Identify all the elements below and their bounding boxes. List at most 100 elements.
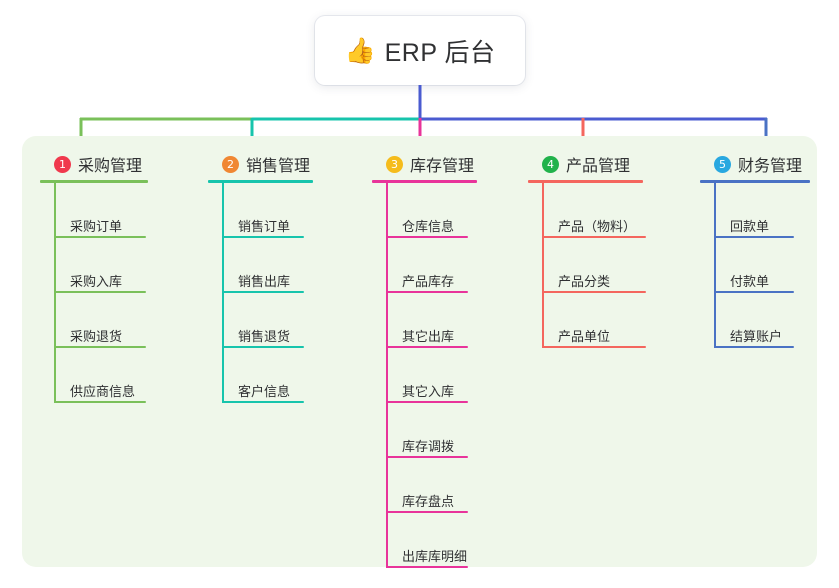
branch-item[interactable]: 库存盘点 <box>386 458 477 513</box>
branch-underline <box>700 180 810 183</box>
branch-item-underline <box>222 401 304 403</box>
branch-item[interactable]: 产品（物料） <box>542 183 646 238</box>
branch-items: 采购订单采购入库采购退货供应商信息 <box>54 183 148 403</box>
branch-item[interactable]: 仓库信息 <box>386 183 477 238</box>
branches-panel <box>22 136 817 567</box>
branch-item-label: 库存盘点 <box>402 494 455 509</box>
branch-header-5[interactable]: 5 财务管理 <box>700 148 810 180</box>
branch-title: 产品管理 <box>566 158 631 175</box>
branch-item[interactable]: 付款单 <box>714 238 810 293</box>
branch-item[interactable]: 采购退货 <box>54 293 148 348</box>
branch-underline <box>372 180 477 183</box>
branch-spine <box>54 183 56 403</box>
branch-item-underline <box>54 401 146 403</box>
branch-item[interactable]: 采购入库 <box>54 238 148 293</box>
branch-items: 仓库信息产品库存其它出库其它入库库存调拨库存盘点出库库明细 <box>386 183 477 568</box>
branch-item-underline <box>54 291 146 293</box>
branch-item-label: 客户信息 <box>238 384 291 399</box>
branch-header-4[interactable]: 4 产品管理 <box>528 148 643 180</box>
branch-item-underline <box>222 236 304 238</box>
branch-item-label: 结算账户 <box>730 329 783 344</box>
thumbs-up-icon: 👍 <box>344 37 376 65</box>
branch-item[interactable]: 库存调拨 <box>386 403 477 458</box>
branch-item-underline <box>222 291 304 293</box>
branch-item-label: 其它出库 <box>402 329 455 344</box>
branch-item-label: 产品库存 <box>402 274 455 289</box>
branch-number-badge: 3 <box>386 155 403 173</box>
branch-item[interactable]: 其它入库 <box>386 348 477 403</box>
branch-item-label: 付款单 <box>730 274 770 289</box>
branch-item[interactable]: 采购订单 <box>54 183 148 238</box>
root-node-title: ERP 后台 <box>384 38 496 67</box>
branch-item[interactable]: 销售退货 <box>222 293 313 348</box>
branch-items: 回款单付款单结算账户 <box>714 183 810 348</box>
branch-item[interactable]: 客户信息 <box>222 348 313 403</box>
branch-item-underline <box>386 401 468 403</box>
branch-underline <box>528 180 643 183</box>
branch-item[interactable]: 出库库明细 <box>386 513 477 568</box>
branch-item[interactable]: 销售出库 <box>222 238 313 293</box>
branch-underline <box>40 180 148 183</box>
branch-item-underline <box>386 291 468 293</box>
branch-item-label: 销售退货 <box>238 329 291 344</box>
branch-item[interactable]: 供应商信息 <box>54 348 148 403</box>
branch-item-label: 其它入库 <box>402 384 455 399</box>
branch-item-underline <box>386 346 468 348</box>
branch-item[interactable]: 其它出库 <box>386 293 477 348</box>
branch-header-2[interactable]: 2 销售管理 <box>208 148 313 180</box>
branch-item-label: 产品（物料） <box>558 219 637 234</box>
branch-number-badge: 1 <box>54 155 71 173</box>
branch-column-3: 3 库存管理仓库信息产品库存其它出库其它入库库存调拨库存盘点出库库明细 <box>372 148 477 568</box>
branch-header-3[interactable]: 3 库存管理 <box>372 148 477 180</box>
branch-number-badge: 4 <box>542 155 559 173</box>
branch-item-label: 仓库信息 <box>402 219 455 234</box>
branch-column-2: 2 销售管理销售订单销售出库销售退货客户信息 <box>208 148 313 403</box>
branch-item-underline <box>386 236 468 238</box>
branch-item-underline <box>54 236 146 238</box>
branch-column-4: 4 产品管理产品（物料） 产品分类产品单位 <box>528 148 646 348</box>
branch-item-underline <box>542 236 646 238</box>
branch-item-underline <box>386 456 468 458</box>
branch-item-label: 供应商信息 <box>70 384 136 399</box>
branch-item-label: 出库库明细 <box>402 549 468 564</box>
branch-item[interactable]: 结算账户 <box>714 293 810 348</box>
branch-item-label: 回款单 <box>730 219 770 234</box>
branch-item-underline <box>222 346 304 348</box>
branch-item-underline <box>542 346 646 348</box>
branch-header-1[interactable]: 1 采购管理 <box>40 148 148 180</box>
branch-title: 采购管理 <box>78 158 143 175</box>
branch-item[interactable]: 产品单位 <box>542 293 646 348</box>
branch-spine <box>222 183 224 403</box>
branch-item[interactable]: 销售订单 <box>222 183 313 238</box>
branch-title: 库存管理 <box>410 158 475 175</box>
branch-title: 财务管理 <box>738 158 803 175</box>
branch-column-1: 1 采购管理采购订单采购入库采购退货供应商信息 <box>40 148 148 403</box>
branch-item-label: 产品单位 <box>558 329 611 344</box>
branch-item-underline <box>386 566 468 568</box>
branch-item-label: 采购订单 <box>70 219 123 234</box>
branch-item-underline <box>542 291 646 293</box>
branch-spine <box>386 183 388 568</box>
branch-items: 销售订单销售出库销售退货客户信息 <box>222 183 313 403</box>
branch-item-label: 采购退货 <box>70 329 123 344</box>
branch-item-label: 采购入库 <box>70 274 123 289</box>
branch-item[interactable]: 产品库存 <box>386 238 477 293</box>
branch-number-badge: 2 <box>222 155 239 173</box>
branch-item-label: 库存调拨 <box>402 439 455 454</box>
branch-item-underline <box>54 346 146 348</box>
branch-items: 产品（物料） 产品分类产品单位 <box>542 183 646 348</box>
branch-item-label: 销售订单 <box>238 219 291 234</box>
branch-number-badge: 5 <box>714 155 731 173</box>
branch-spine <box>542 183 544 348</box>
branch-underline <box>208 180 313 183</box>
branch-item-label: 销售出库 <box>238 274 291 289</box>
branch-item-underline <box>714 291 794 293</box>
branch-item-underline <box>714 236 794 238</box>
branch-column-5: 5 财务管理回款单付款单结算账户 <box>700 148 810 348</box>
branch-title: 销售管理 <box>246 158 311 175</box>
root-node-card[interactable]: 👍 ERP 后台 <box>315 16 525 85</box>
branch-item[interactable]: 回款单 <box>714 183 810 238</box>
branch-item-underline <box>386 511 468 513</box>
branch-item[interactable]: 产品分类 <box>542 238 646 293</box>
